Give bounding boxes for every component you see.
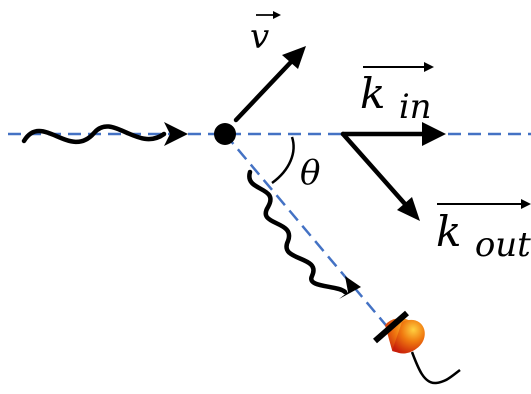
incoming-photon-arrowhead [164,122,188,146]
k-in-arrow [340,122,446,146]
k-in-symbol: k [360,69,385,118]
scattering-direction-line [224,133,391,331]
k-in-label: k in [360,62,434,127]
angle-label: θ [300,153,320,193]
svg-text:k out: k out [436,207,531,265]
k-out-label: k out [436,199,531,265]
k-in-subscript: in [399,87,432,127]
velocity-symbol: v [250,17,269,57]
svg-text:k in: k in [360,69,432,127]
scattered-photon-arrowhead [339,276,361,299]
scattered-photon-wave [247,169,361,299]
detector-cable [410,351,461,385]
incoming-photon-wave [21,122,188,146]
k-out-arrow [340,131,420,221]
k-out-symbol: k [436,207,461,256]
detector-plate [373,310,409,344]
particle-dot [214,123,236,145]
angle-arc [271,136,295,185]
photodetector-icon [373,310,461,385]
k-out-subscript: out [475,225,531,265]
velocity-arrow [233,46,306,123]
velocity-label: v [250,11,281,57]
